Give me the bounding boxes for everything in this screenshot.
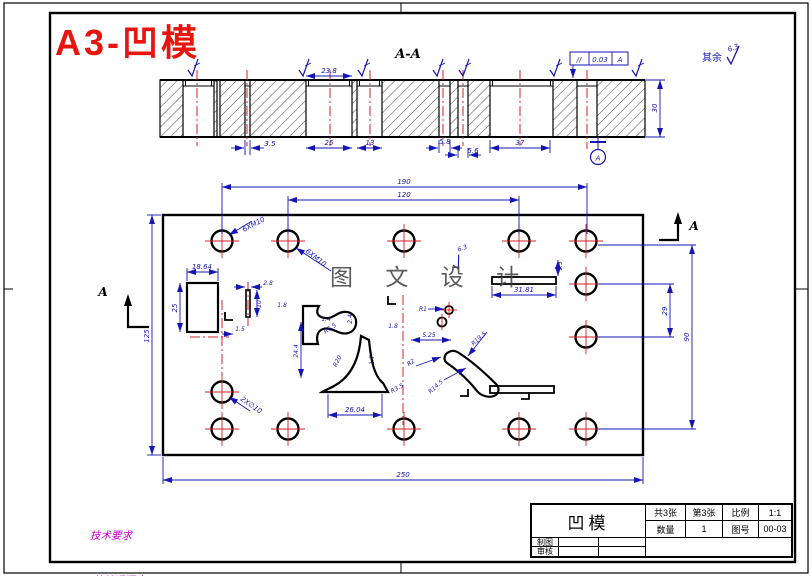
checked-by-value [559, 547, 599, 556]
rough-6-3: 6.3 [457, 244, 469, 254]
watermark: 图 文 设 计 [330, 264, 533, 290]
cavity-anvil [301, 304, 358, 346]
dim-25v: 25 [171, 303, 179, 312]
leader-6xm10-a: 6XM10 [241, 215, 267, 234]
dim-125: 125 [143, 329, 151, 343]
drawn-by-value [559, 538, 599, 547]
dim-31-81: 31.81 [514, 286, 534, 294]
view-arrow-label-right: A [688, 219, 698, 233]
rad-r2: R2 [406, 358, 417, 368]
plan-view: 190 120 250 125 29 90 6XM10 6XM10 2X∅10 … [97, 178, 699, 484]
dim-1-4: 1.4 [321, 316, 331, 323]
dim-1-5a: 1.5 [235, 326, 245, 333]
section-dimensions [231, 45, 740, 166]
thin-slot-lower [489, 385, 555, 394]
section-dim-text: 23.8 3.5 25 13 5.8 5.6 37 30 // 0.03 A A… [264, 42, 739, 162]
narrow-slot [245, 289, 251, 318]
dim-1-5b: 1.5 [557, 261, 564, 271]
dim-5-25: 5.25 [422, 332, 436, 339]
title-block-blank [646, 538, 791, 556]
cavity-fin [318, 334, 390, 394]
dim-26-04: 26.04 [345, 406, 365, 414]
dim-13: 13 [366, 139, 375, 147]
section-label: A-A [393, 47, 421, 62]
qty-value: 1 [686, 521, 723, 538]
plan-cutouts [185, 276, 557, 398]
tech-notes-heading: 技术要求 [90, 530, 132, 542]
dim-3-5: 3.5 [264, 140, 276, 148]
plan-outline [161, 213, 645, 457]
dim-1-8a: 1.8 [277, 302, 287, 309]
checked-by-label: 审核 [532, 547, 559, 556]
scale-value: 1:1 [759, 505, 791, 521]
dim-1-8b: 1.8 [388, 323, 398, 330]
cavity-crescent [443, 349, 500, 398]
qty-label: 数量 [646, 521, 686, 538]
dim-120: 120 [397, 191, 411, 199]
dim-90: 90 [683, 332, 691, 341]
dim-18-64: 18.64 [192, 263, 212, 271]
sheets-total: 共3张 [646, 505, 686, 521]
corner-marks [224, 296, 530, 400]
rect-cavity [185, 281, 220, 334]
dim-30: 30 [651, 103, 659, 112]
section-outline [160, 79, 645, 138]
section-centerlines [196, 70, 588, 149]
dim-2-4: 2.4 [347, 314, 354, 324]
view-arrows [124, 212, 682, 329]
dim-5-8: 5.8 [439, 138, 451, 146]
tolerance-value: 0.03 [592, 56, 608, 64]
drawn-by-date [599, 538, 646, 547]
hole-centerlines [205, 224, 603, 446]
tolerance-symbol: // [576, 56, 582, 64]
dim-23-8: 23.8 [321, 67, 337, 75]
surface-note-prefix: 其余 [702, 51, 722, 64]
technical-notes: 技术要求 1.热处理硬度 (58-60) HRC 2.凹模精度等级为IT12 [84, 499, 208, 576]
dim-250: 250 [396, 471, 410, 479]
rad-r19-5: R19.5 [470, 330, 488, 347]
dim-29: 29 [661, 306, 669, 315]
part-name: 凹模 [532, 505, 646, 538]
view-arrow-label-left: A [97, 285, 107, 299]
title-block: 凹模 共3张 第3张 比例 1:1 数量 1 图号 00-03 制图 审核 [530, 503, 793, 558]
dim-190: 190 [397, 178, 411, 186]
rad-r20: R20 [332, 354, 344, 368]
drawn-by-label: 制图 [532, 538, 559, 547]
surface-note-value: 6.3 [727, 42, 740, 53]
dim-10: 10 [256, 300, 263, 308]
sheet-frame [3, 2, 809, 574]
rad-r14-5: R14.5 [427, 378, 445, 395]
leader-2xd10: 2X∅10 [239, 395, 264, 416]
drawing-title: A3-凹模 [55, 22, 201, 63]
rad-r1: R1 [419, 306, 427, 313]
scale-label: 比例 [723, 505, 759, 521]
dwg-label: 图号 [723, 521, 759, 538]
sheet-number: 第3张 [686, 505, 723, 521]
section-view: 23.8 3.5 25 13 5.8 5.6 37 30 // 0.03 A A… [159, 42, 740, 166]
plan-dim-text: 190 120 250 125 29 90 6XM10 6XM10 2X∅10 … [143, 178, 691, 479]
hatched-blocks [159, 79, 646, 138]
dim-5-6: 5.6 [467, 147, 479, 155]
dwg-number: 00-03 [759, 521, 791, 538]
rad-r5-5: R5.5 [323, 322, 338, 336]
dim-25: 25 [325, 139, 334, 147]
dim-37: 37 [516, 139, 525, 147]
thin-slot-upper [491, 276, 557, 285]
dim-24-4: 24.4 [293, 344, 300, 358]
dim-2-8: 2.8 [263, 280, 273, 287]
tolerance-datum: A [617, 56, 623, 64]
dim-1-7: 1.7 [369, 355, 376, 365]
checked-by-date [599, 547, 646, 556]
datum-label: A [595, 155, 601, 163]
plan-dimensions [147, 183, 696, 484]
leader-6xm10-b: 6XM10 [304, 247, 328, 269]
